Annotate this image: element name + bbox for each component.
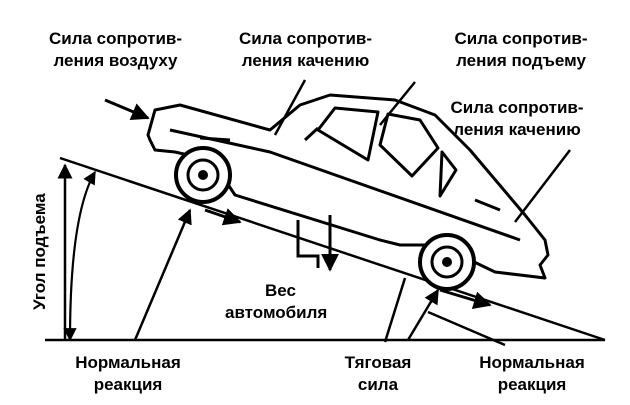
angle-arc — [63, 170, 96, 342]
label-air-resistance: Сила сопротив- ления воздуху — [48, 29, 183, 70]
weight-bracket — [296, 220, 320, 268]
label-slope-angle: Угол подъема — [30, 193, 49, 310]
rear-wheel — [174, 146, 232, 204]
climb-resistance-pointer — [379, 81, 416, 126]
rolling-front-pointer — [514, 149, 571, 223]
rear-rolling-arrow — [204, 208, 242, 226]
front-wheel — [418, 233, 476, 291]
air-resistance-arrow — [104, 98, 150, 121]
slope-line — [59, 156, 606, 342]
label-traction-force: Тяговая сила — [344, 353, 412, 394]
traction-arrow — [439, 288, 492, 309]
label-rolling-resistance-front: Сила сопротив- ления качению — [450, 98, 584, 139]
traction-pointer — [383, 277, 407, 343]
label-normal-reaction-right: Нормальная реакция — [479, 353, 585, 394]
normal-right-arrow — [406, 288, 440, 341]
rolling-rear-pointer — [273, 79, 307, 136]
label-vehicle-weight: Вес автомобиля — [225, 281, 328, 322]
normal-right-pointer — [427, 310, 506, 347]
label-climb-resistance: Сила сопротив- ления подъему — [454, 29, 588, 70]
label-normal-reaction-left: Нормальная реакция — [75, 353, 181, 394]
normal-left-arrow — [133, 208, 192, 341]
label-rolling-resistance-rear: Сила сопротив- ления качению — [238, 29, 373, 70]
